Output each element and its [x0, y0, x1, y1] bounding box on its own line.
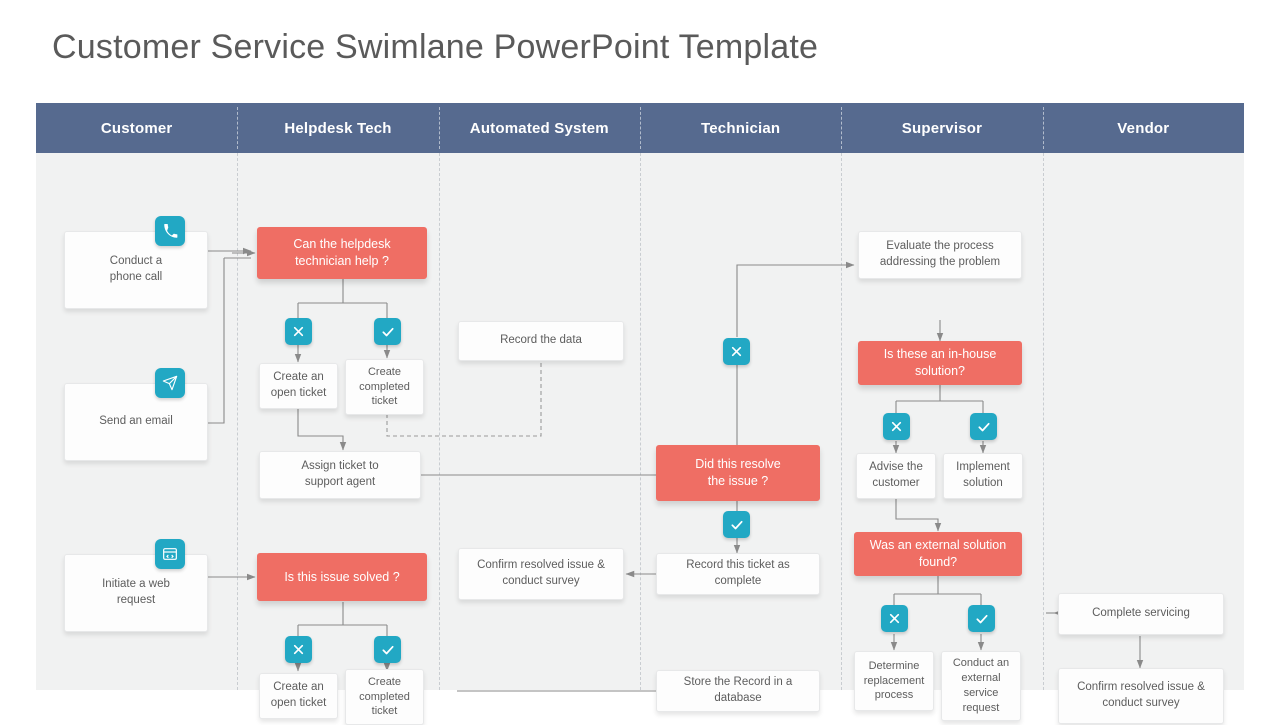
node-store-record-in-database[interactable]: Store the Record in a database	[656, 670, 820, 712]
node-initiate-web-request[interactable]: Initiate a web request	[64, 554, 208, 632]
lane-header-supervisor: Supervisor	[841, 103, 1042, 153]
browser-window-icon	[155, 539, 185, 569]
node-was-external-solution-found[interactable]: Was an external solution found?	[854, 532, 1022, 576]
swimlane-header-row: Customer Helpdesk Tech Automated System …	[36, 103, 1244, 153]
node-label: Conduct a phone call	[109, 255, 163, 283]
node-label: Record this ticket as complete	[686, 559, 790, 587]
node-create-open-ticket-1[interactable]: Create an open ticket	[259, 363, 338, 409]
check-icon-inhouse-yes[interactable]	[970, 413, 997, 440]
lane-divider-3	[640, 153, 641, 690]
node-label: Store the Record in a database	[683, 676, 793, 704]
node-complete-servicing[interactable]: Complete servicing	[1058, 593, 1224, 635]
check-icon-external-yes[interactable]	[968, 605, 995, 632]
node-determine-replacement-process[interactable]: Determine replacement process	[854, 651, 934, 711]
node-confirm-resolved-survey-automated[interactable]: Confirm resolved issue & conduct survey	[458, 548, 624, 600]
node-implement-solution[interactable]: Implement solution	[943, 453, 1023, 499]
node-label: Send an email	[99, 415, 173, 428]
node-advise-the-customer[interactable]: Advise the customer	[856, 453, 936, 499]
node-label: Is this issue solved ?	[284, 569, 400, 584]
node-label: Implement solution	[956, 461, 1010, 489]
node-record-the-data[interactable]: Record the data	[458, 321, 624, 361]
node-label: Advise the customer	[869, 461, 923, 489]
lane-header-helpdesk-tech: Helpdesk Tech	[237, 103, 438, 153]
phone-icon	[155, 216, 185, 246]
node-evaluate-process[interactable]: Evaluate the process addressing the prob…	[858, 231, 1022, 279]
node-label: Complete servicing	[1092, 607, 1190, 620]
check-icon-helpdesk-yes[interactable]	[374, 318, 401, 345]
node-conduct-phone-call[interactable]: Conduct a phone call	[64, 231, 208, 309]
node-record-ticket-complete[interactable]: Record this ticket as complete	[656, 553, 820, 595]
lane-header-customer: Customer	[100, 119, 173, 137]
node-label: Create completed ticket	[359, 365, 410, 408]
node-can-helpdesk-help[interactable]: Can the helpdesk technician help ?	[257, 227, 427, 279]
node-create-completed-ticket-1[interactable]: Create completed ticket	[345, 359, 424, 415]
lane-header-technician: Technician	[639, 103, 841, 153]
node-did-this-resolve-the-issue[interactable]: Did this resolve the issue ?	[656, 445, 820, 501]
node-conduct-external-service-request[interactable]: Conduct an external service request	[941, 651, 1021, 721]
lane-divider-2	[439, 153, 440, 690]
node-assign-ticket-support-agent[interactable]: Assign ticket to support agent	[259, 451, 421, 499]
node-label: Assign ticket to support agent	[301, 460, 379, 488]
node-label: Confirm resolved issue & conduct survey	[477, 559, 605, 587]
node-label: Create an open ticket	[270, 371, 327, 399]
node-create-completed-ticket-2[interactable]: Create completed ticket	[345, 669, 424, 725]
node-send-an-email[interactable]: Send an email	[64, 383, 208, 461]
cross-icon-technician-no[interactable]	[723, 338, 750, 365]
node-label: Did this resolve the issue ?	[695, 457, 781, 488]
node-label: Confirm resolved issue & conduct survey	[1077, 681, 1205, 709]
node-label: Create completed ticket	[359, 675, 410, 718]
node-label: Conduct an external service request	[952, 657, 1010, 714]
check-icon-resolve-yes[interactable]	[723, 511, 750, 538]
cross-icon-external-no[interactable]	[881, 605, 908, 632]
lane-divider-4	[841, 153, 842, 690]
node-label: Can the helpdesk technician help ?	[293, 237, 391, 268]
cross-icon-solved-no[interactable]	[285, 636, 312, 663]
node-label: Is these an in-house solution?	[883, 347, 997, 378]
node-label: Evaluate the process addressing the prob…	[879, 240, 1001, 268]
lane-header-vendor: Vendor	[1042, 103, 1244, 153]
cross-icon-helpdesk-no[interactable]	[285, 318, 312, 345]
page-title: Customer Service Swimlane PowerPoint Tem…	[52, 28, 819, 66]
lane-divider-5	[1043, 153, 1044, 690]
node-is-in-house-solution[interactable]: Is these an in-house solution?	[858, 341, 1022, 385]
swimlane-body: Conduct a phone call Send an email Initi…	[36, 153, 1244, 725]
cross-icon-inhouse-no[interactable]	[883, 413, 910, 440]
lane-divider-1	[237, 153, 238, 690]
node-confirm-resolved-survey-vendor[interactable]: Confirm resolved issue & conduct survey	[1058, 668, 1224, 724]
node-label: Initiate a web request	[102, 578, 170, 606]
check-icon-solved-yes[interactable]	[374, 636, 401, 663]
node-label: Was an external solution found?	[869, 538, 1007, 569]
node-create-open-ticket-2[interactable]: Create an open ticket	[259, 673, 338, 719]
paper-plane-icon	[155, 368, 185, 398]
node-label: Record the data	[500, 334, 582, 347]
swimlane-diagram: Customer Helpdesk Tech Automated System …	[36, 103, 1244, 725]
node-label: Determine replacement process	[863, 659, 925, 702]
node-label: Create an open ticket	[270, 681, 327, 709]
lane-header-automated-system: Automated System	[438, 103, 640, 153]
node-is-issue-solved[interactable]: Is this issue solved ?	[257, 553, 427, 601]
